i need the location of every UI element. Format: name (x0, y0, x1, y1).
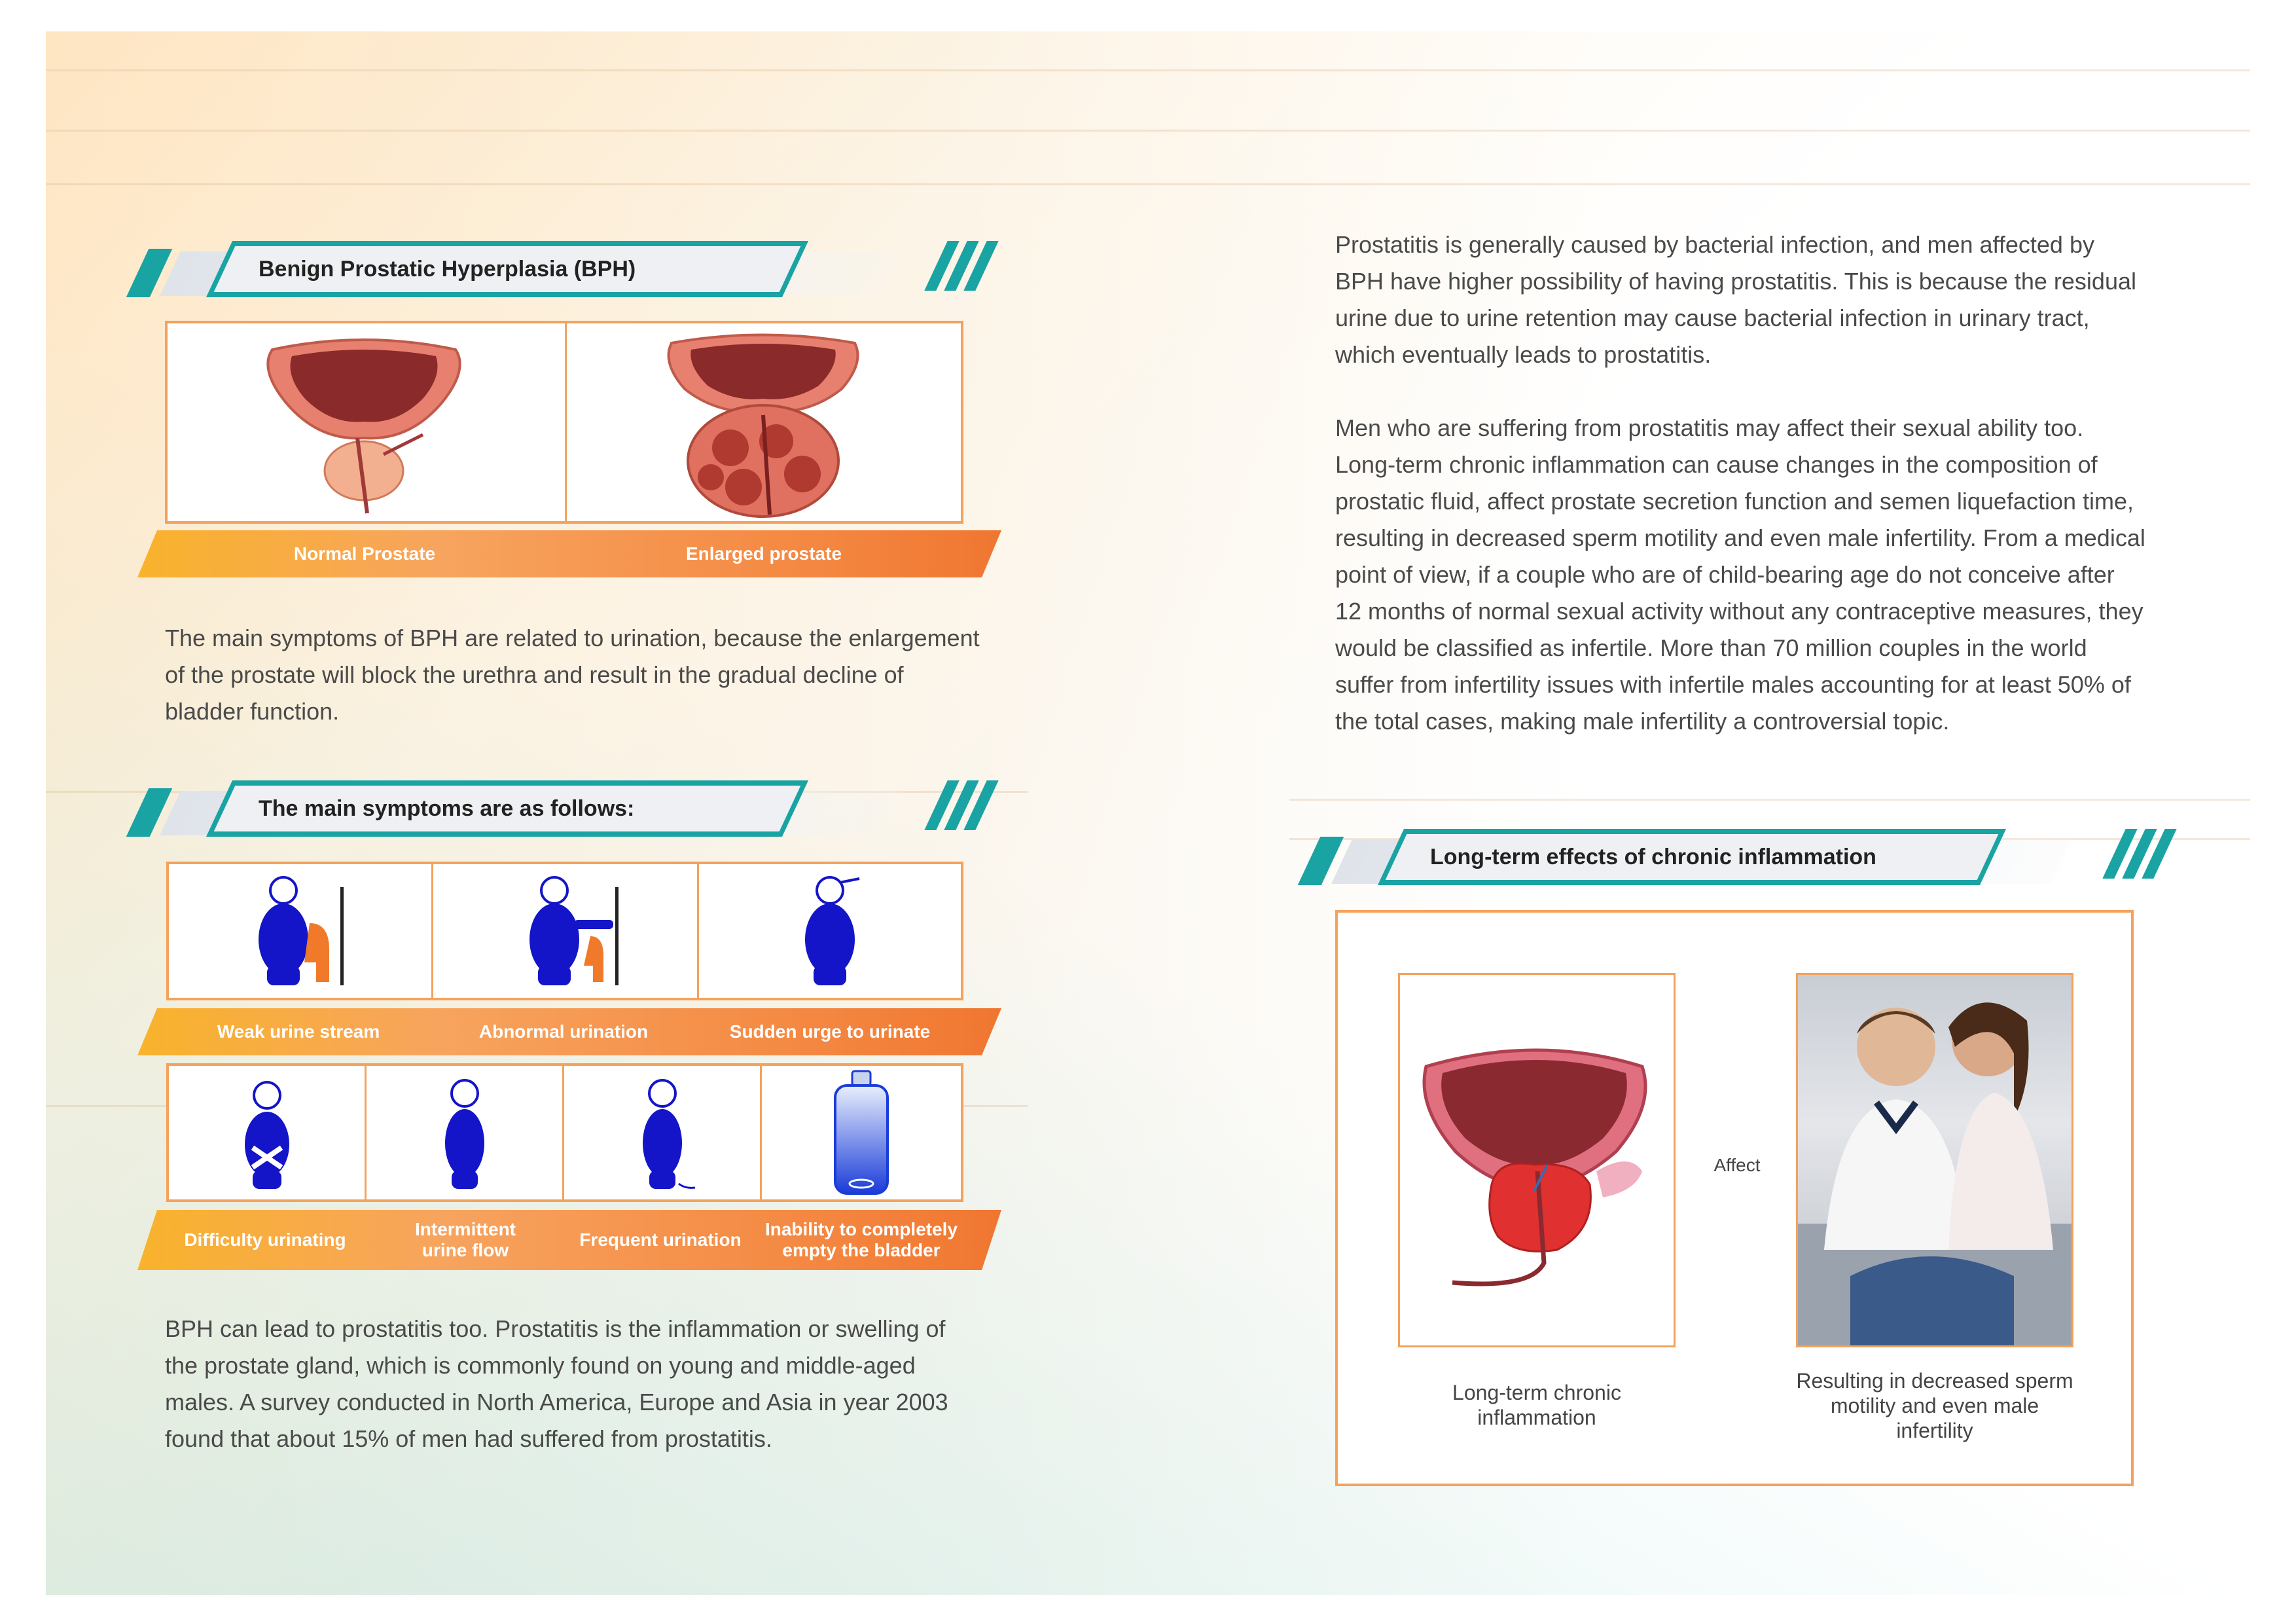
infertility-paragraph: Men who are suffering from prostatitis m… (1335, 414, 2145, 735)
symptoms-row2-panel (166, 1063, 963, 1202)
frequent-urination-figure (564, 1066, 762, 1199)
prostate-label-bar (137, 530, 1001, 577)
symptoms-header-title: The main symptoms are as follows: (259, 796, 635, 821)
abnormal-urination-label: Abnormal urination (478, 1021, 649, 1042)
abnormal-urination-figure (433, 864, 699, 998)
effects-panel: Affect Long-term chronic inflammation Re… (1335, 910, 2134, 1486)
symptoms-row1-panel (166, 862, 963, 1000)
inflammation-caption: Long-term chronic inflammation (1452, 1381, 1621, 1429)
prostate-comparison-panel (165, 321, 963, 524)
weak-stream-figure (169, 864, 433, 998)
bg-stripe (46, 69, 2250, 71)
intermittent-flow-label: Intermittent urine flow (415, 1219, 516, 1260)
couple-photo (1796, 973, 2073, 1347)
bg-stripe (1289, 799, 2250, 801)
inflamed-prostate-image (1398, 973, 1676, 1347)
symptoms-row2-label-bar (137, 1210, 1001, 1270)
enlarged-prostate-image (567, 323, 963, 521)
symptoms-row1-label-bar (137, 1008, 1001, 1055)
normal-prostate-label: Normal Prostate (293, 543, 436, 564)
frequent-urination-label: Frequent urination (579, 1230, 742, 1250)
bph-section-header: Benign Prostatic Hyperplasia (BPH) (126, 241, 1001, 306)
infection-paragraph: Prostatitis is generally caused by bacte… (1335, 231, 2136, 368)
sudden-urge-figure (699, 864, 961, 998)
bph-paragraph: The main symptoms of BPH are related to … (165, 625, 980, 725)
infertility-caption: Resulting in decreased sperm motility an… (1796, 1369, 2073, 1442)
effects-section-header: Long-term effects of chronic inflammatio… (1297, 829, 2177, 894)
difficulty-urinating-figure (169, 1066, 367, 1199)
normal-prostate-image (168, 323, 567, 521)
intermittent-flow-figure (367, 1066, 564, 1199)
effects-header-title: Long-term effects of chronic inflammatio… (1430, 845, 1876, 869)
weak-stream-label: Weak urine stream (217, 1021, 380, 1042)
enlarged-prostate-label: Enlarged prostate (685, 543, 842, 564)
full-bladder-bottle-figure (762, 1066, 961, 1199)
bph-header-title: Benign Prostatic Hyperplasia (BPH) (259, 257, 636, 282)
sudden-urge-label: Sudden urge to urinate (729, 1021, 931, 1042)
prostatitis-paragraph: BPH can lead to prostatitis too. Prostat… (165, 1315, 948, 1452)
affect-label: Affect (1713, 1155, 1761, 1175)
bg-stripe (46, 130, 2250, 132)
inability-empty-bladder-label: Inability to completely empty the bladde… (764, 1219, 958, 1260)
bg-stripe (46, 183, 2250, 185)
symptoms-section-header: The main symptoms are as follows: (126, 780, 1001, 846)
difficulty-urinating-label: Difficulty urinating (184, 1230, 346, 1250)
